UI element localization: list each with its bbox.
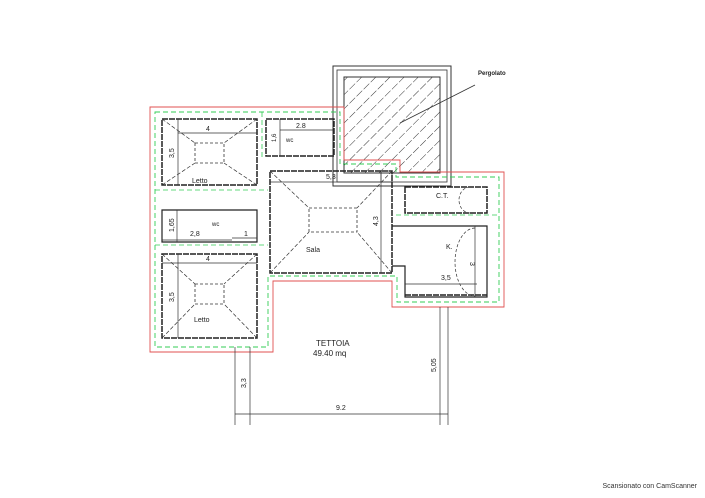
wc-mid-label: wc [211,222,219,228]
letto-bottom-label: Letto [194,317,210,324]
room-kitchen [392,225,488,298]
pergolato-leader-line [399,84,476,124]
kitchen-label: K. [446,244,453,251]
room-wc-mid [161,209,258,243]
room-sala [269,170,393,274]
kitchen-depth: 3 [468,262,475,266]
sala-label: Sala [306,247,320,254]
pergolato-label: Pergolato [478,71,506,77]
tettoia-left-depth: 3,3 [241,378,248,388]
room-letto-bottom [161,253,258,339]
letto-bottom-width: 4 [206,256,210,263]
letto-bottom-depth: 3,5 [169,292,176,302]
wc-top-width: 2.8 [296,123,306,130]
room-ct [404,186,488,214]
wc-mid-width: 2,8 [190,231,200,238]
watermark: Scansionato con CamScanner [602,483,697,490]
letto-top-label: Letto [192,178,208,185]
kitchen-width: 3,5 [441,275,451,282]
insulation-line [154,111,500,348]
tettoia-width: 9.2 [336,405,346,412]
wc-top-label: wc [285,138,293,144]
sala-width: 5,3 [326,174,336,181]
room-wc-top [265,118,335,157]
tettoia [234,307,449,425]
pergolato [332,65,476,187]
tettoia-right-depth: 5,05 [431,358,438,372]
letto-top-depth: 3,5 [169,148,176,158]
ct-label: C.T. [436,193,449,200]
outer-outline [149,106,505,353]
wc-mid-depth: 1,65 [169,218,176,232]
wc-top-depth: 1,6 [272,133,278,142]
sala-depth: 4,3 [373,216,380,226]
tettoia-title: TETTOIA [316,339,350,348]
wc-mid-extra: 1 [244,231,248,238]
tettoia-area: 49.40 mq [313,349,346,358]
letto-top-width: 4 [206,126,210,133]
room-letto-top [161,118,258,186]
